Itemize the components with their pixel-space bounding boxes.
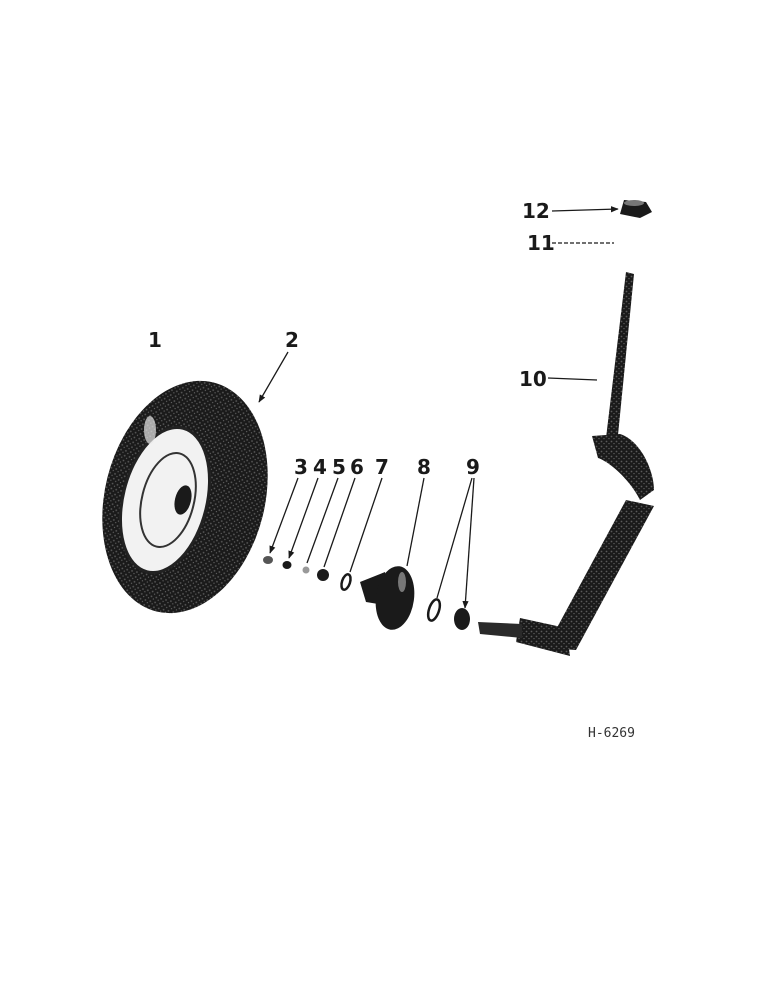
wheel-rim <box>118 425 212 575</box>
spindle-arm <box>478 272 654 656</box>
cap <box>620 200 652 218</box>
spindle-horizontal <box>516 618 570 656</box>
callout-4: 4 <box>313 455 327 479</box>
hub <box>360 566 415 630</box>
part-4-washer <box>282 561 292 569</box>
callouts: 1 2 3 4 5 6 7 8 9 10 11 12 <box>148 199 555 479</box>
tire-highlight <box>144 416 156 444</box>
callout-7: 7 <box>375 455 389 479</box>
leader-8 <box>406 477 425 567</box>
bearing-cones <box>426 598 470 630</box>
hub-flange <box>375 566 415 630</box>
leader-6 <box>323 477 356 568</box>
spindle-bend <box>592 434 654 500</box>
callout-8: 8 <box>417 455 431 479</box>
leader-4 <box>288 477 319 559</box>
wheel-hub-hole <box>174 485 192 515</box>
callout-9: 9 <box>466 455 480 479</box>
leader-7 <box>349 477 383 573</box>
part-3-nut <box>263 556 273 564</box>
leader-2 <box>258 351 289 403</box>
leader-3 <box>269 477 299 554</box>
callout-12: 12 <box>522 199 550 223</box>
wheel-tire-assembly <box>102 380 268 614</box>
part-6-bearing <box>317 569 329 581</box>
part-5-seal <box>302 566 310 574</box>
callout-10: 10 <box>519 367 547 391</box>
leader-5 <box>306 477 339 564</box>
spindle-shaft <box>478 622 522 638</box>
rim-ring <box>139 452 197 548</box>
figure-id-label: H-6269 <box>588 726 635 741</box>
leader-12 <box>551 206 619 213</box>
part-7-o-ring <box>340 573 352 591</box>
callout-5: 5 <box>332 455 346 479</box>
bearing-cup <box>426 598 442 622</box>
spindle-lower-arm <box>546 500 654 650</box>
cap-top <box>624 200 644 206</box>
leader-9b <box>462 477 475 609</box>
callout-2: 2 <box>285 328 299 352</box>
hub-flange-highlight <box>398 572 406 592</box>
callout-1: 1 <box>148 328 162 352</box>
callout-6: 6 <box>350 455 364 479</box>
callout-11: 11 <box>527 231 555 255</box>
small-parts <box>263 556 352 591</box>
bearing-cone <box>454 608 470 630</box>
spindle-vertical-post <box>606 272 634 438</box>
leader-lines <box>258 206 619 609</box>
leader-10 <box>547 377 598 381</box>
callout-3: 3 <box>294 455 308 479</box>
leader-9a <box>436 477 473 599</box>
